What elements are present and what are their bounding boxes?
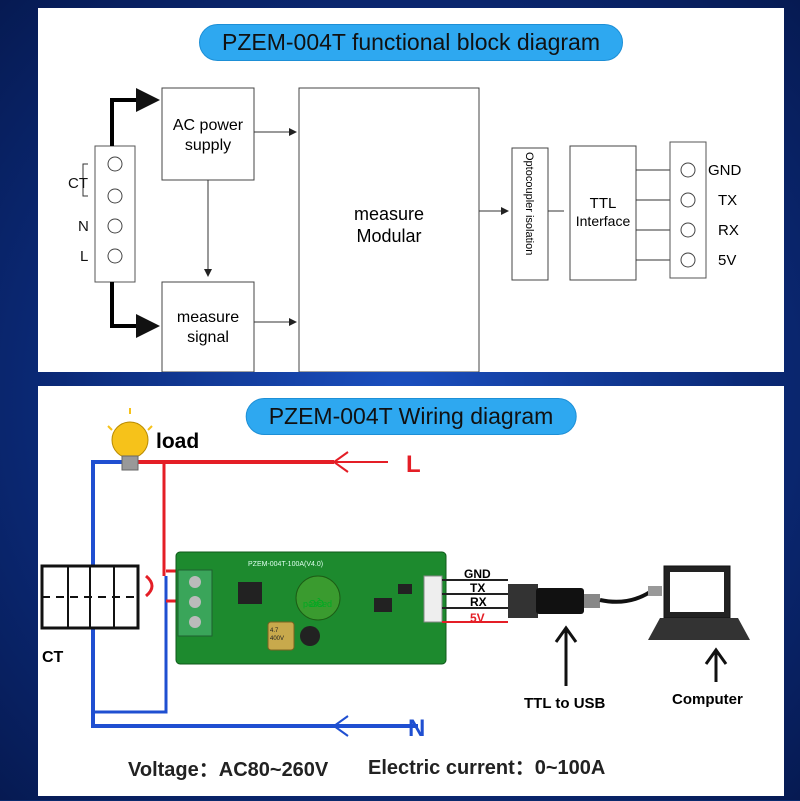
- ac-supply-line1: AC power: [173, 117, 244, 134]
- block-diagram: CT N L AC power supply measure signal me…: [68, 87, 742, 373]
- wiring-diagram-title: PZEM-004T Wiring diagram: [245, 398, 577, 435]
- term-gnd-label: GND: [708, 162, 742, 179]
- qc-sticker: QC: [309, 597, 324, 608]
- ct-label: CT: [42, 649, 64, 666]
- pzem-board: PZEM-004T-100A(V4.0) passed QC 4.7 400V: [175, 551, 447, 665]
- passed-sticker: passed: [303, 600, 332, 610]
- live-l-label: L: [406, 451, 421, 478]
- ttl-interface-block: [569, 145, 637, 281]
- measure-signal-line2: signal: [187, 329, 229, 346]
- ct-coil-icon: [40, 564, 140, 630]
- neutral-n-label: N: [408, 715, 425, 742]
- measure-modular-line1: measure: [354, 204, 424, 224]
- wiring-diagram: load L N CT PZEM-004T-100A(V4.0) passed: [40, 408, 750, 781]
- measure-signal-line1: measure: [177, 309, 239, 326]
- ttl-line2: Interface: [576, 213, 631, 229]
- optocoupler-block: [511, 147, 549, 281]
- board-label: PZEM-004T-100A(V4.0): [248, 561, 323, 568]
- block-diagram-panel: CT N L AC power supply measure signal me…: [38, 8, 784, 373]
- term-l-label: L: [80, 248, 88, 265]
- measure-signal-block: [161, 281, 255, 373]
- term-5v-label: 5V: [718, 252, 736, 269]
- term-tx-label: TX: [718, 192, 737, 209]
- optocoupler-label: Optocoupler isolation: [523, 152, 535, 255]
- bulb-icon: [107, 408, 153, 471]
- measure-modular-block: [298, 87, 480, 373]
- ac-power-supply-block: [161, 87, 255, 181]
- pin-rx-label: RX: [470, 595, 487, 609]
- term-ct-label: CT: [68, 175, 88, 192]
- cap-label-1: 4.7: [270, 628, 279, 634]
- term-n-label: N: [78, 218, 89, 235]
- ttl-line1: TTL: [590, 195, 617, 212]
- laptop-icon: [648, 565, 750, 640]
- current-spec: Electric current：0~100A: [368, 757, 605, 779]
- measure-modular-line2: Modular: [356, 226, 421, 246]
- ttl-to-usb-label: TTL to USB: [524, 695, 606, 712]
- wiring-diagram-panel: load L N CT PZEM-004T-100A(V4.0) passed: [38, 386, 784, 796]
- pin-5v-label: 5V: [470, 611, 485, 625]
- ac-supply-line2: supply: [185, 137, 231, 154]
- voltage-spec: Voltage：AC80~260V: [128, 759, 329, 781]
- load-label: load: [156, 430, 199, 453]
- usb-adapter-icon: [508, 584, 662, 618]
- block-diagram-title: PZEM-004T functional block diagram: [199, 24, 623, 61]
- term-rx-label: RX: [718, 222, 739, 239]
- pin-gnd-label: GND: [464, 567, 491, 581]
- pin-tx-label: TX: [470, 581, 485, 595]
- computer-label: Computer: [672, 691, 743, 708]
- ttl-connector: [423, 575, 443, 623]
- cap-label-2: 400V: [270, 636, 284, 642]
